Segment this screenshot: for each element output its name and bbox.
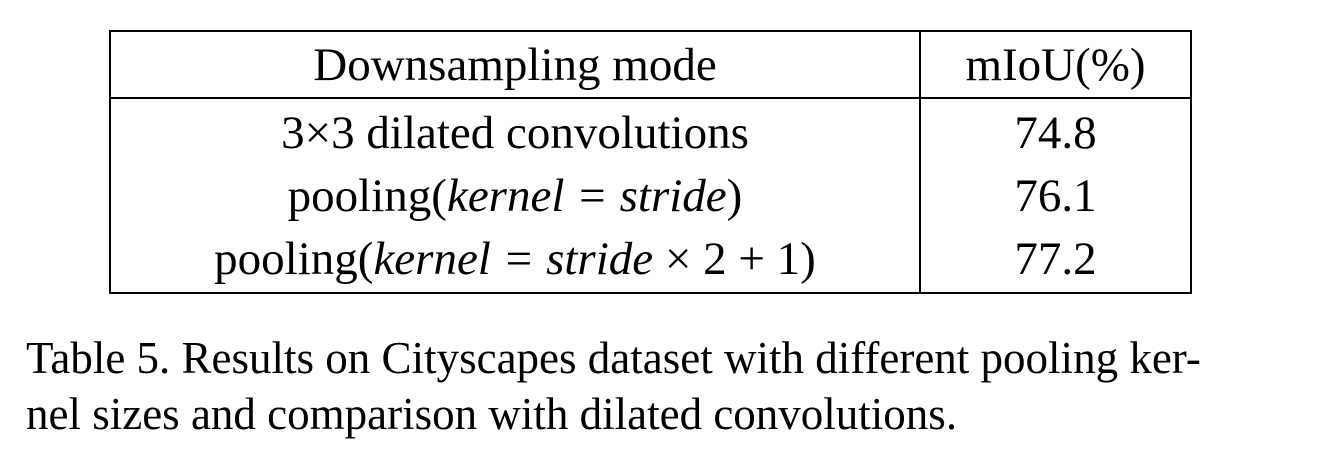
mode-text: pooling( (287, 169, 447, 222)
header-row: Downsampling mode mIoU(%) (110, 31, 1191, 99)
table-caption: Table 5. Results on Cityscapes dataset w… (26, 330, 1296, 442)
table-row: pooling(kernel = stride) 76.1 (110, 164, 1191, 227)
caption-line-2: nel sizes and comparison with dilated co… (26, 389, 958, 439)
results-table-container: Downsampling mode mIoU(%) 3×3 dilated co… (109, 30, 1192, 294)
mode-cell: pooling(kernel = stride) (110, 164, 920, 227)
mode-math: kernel = stride (373, 232, 654, 285)
mode-suffix: × 2 + 1) (653, 232, 816, 285)
header-miou: mIoU(%) (919, 31, 1191, 99)
miou-value: 77.2 (919, 227, 1191, 293)
header-downsampling-mode: Downsampling mode (110, 31, 920, 99)
mode-text: 3×3 dilated convolutions (281, 106, 749, 159)
mode-cell: pooling(kernel = stride × 2 + 1) (110, 227, 920, 293)
mode-suffix: ) (726, 169, 743, 222)
caption-line-1: Table 5. Results on Cityscapes dataset w… (26, 333, 1201, 383)
table-row: pooling(kernel = stride × 2 + 1) 77.2 (110, 227, 1191, 293)
table-row: 3×3 dilated convolutions 74.8 (110, 98, 1191, 164)
mode-math: kernel = stride (446, 169, 727, 222)
mode-text: pooling( (214, 232, 374, 285)
miou-value: 74.8 (919, 98, 1191, 164)
miou-value: 76.1 (919, 164, 1191, 227)
results-table: Downsampling mode mIoU(%) 3×3 dilated co… (109, 30, 1192, 294)
mode-cell: 3×3 dilated convolutions (110, 98, 920, 164)
